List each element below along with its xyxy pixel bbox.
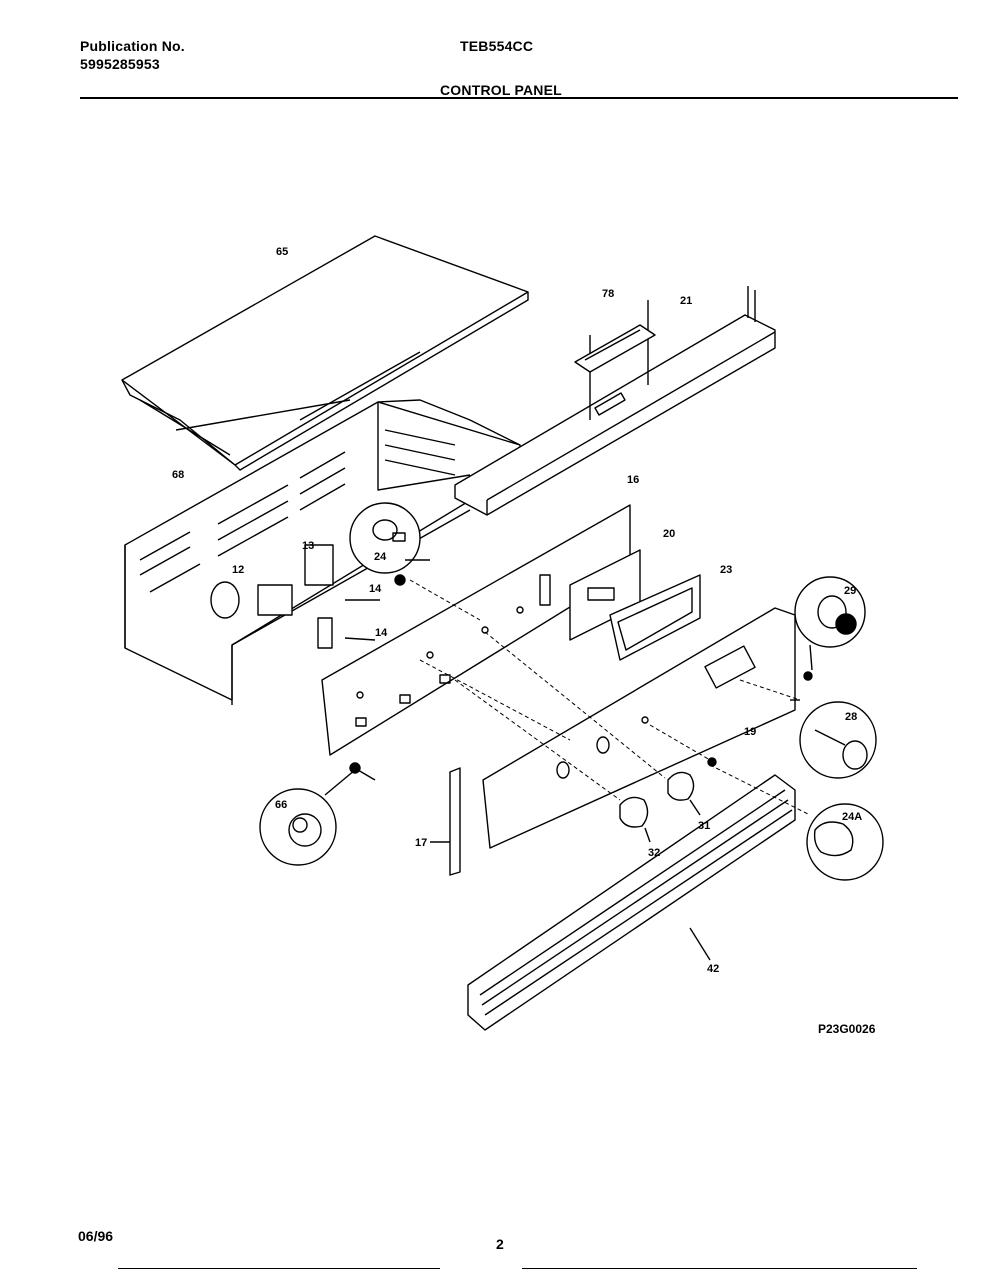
detail-circle-66: [259, 769, 356, 866]
callout-29: 29: [844, 585, 856, 597]
footer-date: 06/96: [78, 1228, 114, 1244]
callout-21: 21: [680, 295, 692, 307]
knob-31: [667, 771, 701, 816]
callout-65: 65: [276, 246, 288, 258]
switch-components: [210, 544, 380, 649]
callout-24: 24: [374, 551, 387, 563]
hardware-screws: [349, 574, 813, 781]
callout-32: 32: [648, 847, 660, 859]
section-title: CONTROL PANEL: [440, 82, 562, 98]
callout-23: 23: [720, 564, 732, 576]
footer-rule-left: [118, 1268, 440, 1269]
callout-66: 66: [275, 799, 287, 811]
callout-14a: 14: [369, 583, 382, 595]
top-cover-panel: [121, 235, 529, 471]
model-number: TEB554CC: [460, 38, 534, 54]
callout-12: 12: [232, 564, 244, 576]
callout-13: 13: [302, 540, 314, 552]
callout-31: 31: [698, 820, 710, 832]
callout-16: 16: [627, 474, 639, 486]
footer-rule-right: [522, 1268, 917, 1269]
detail-circle-28: [790, 699, 877, 779]
knob-32: [619, 796, 651, 843]
trim-insert: [574, 324, 656, 373]
callout-19: 19: [744, 726, 756, 738]
detail-circle-24A: [806, 803, 884, 881]
publication-number: 5995285953: [80, 56, 160, 72]
callout-42: 42: [707, 963, 719, 975]
drawing-code: P23G0026: [818, 1022, 876, 1036]
footer-page-number: 2: [496, 1236, 504, 1252]
front-control-panel: [482, 607, 796, 849]
detail-circle-29: [794, 576, 866, 671]
side-trim-strip: [430, 767, 461, 876]
callout-20: 20: [663, 528, 675, 540]
callout-24A: 24A: [842, 811, 862, 823]
window-frame: [609, 574, 701, 661]
callout-28: 28: [845, 711, 857, 723]
callout-78: 78: [602, 288, 614, 300]
header-rule: [80, 97, 958, 99]
callout-14b: 14: [375, 627, 388, 639]
bottom-trim-rail: [467, 774, 796, 1031]
callout-17: 17: [415, 837, 427, 849]
publication-label: Publication No.: [80, 38, 185, 54]
callout-68: 68: [172, 469, 184, 481]
detail-circle-24: [349, 502, 430, 574]
top-trim-bar: [454, 286, 776, 516]
